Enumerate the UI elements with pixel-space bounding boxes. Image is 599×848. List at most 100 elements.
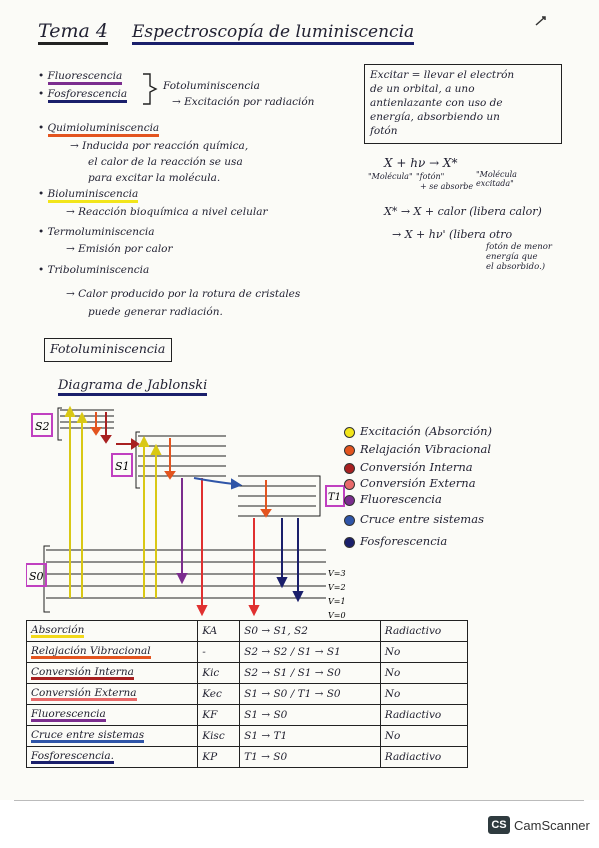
equation-relax-photon: → X + hν' (libera otro <box>392 228 513 241</box>
definition-line: energía, absorbiendo un <box>370 111 500 123</box>
s2-label: S2 <box>35 420 50 433</box>
legend-label: Excitación (Absorción) <box>360 424 492 438</box>
equation-relax-heat: X* → X + calor (libera calor) <box>384 205 542 218</box>
transition-cell: S1 → S0 / T1 → S0 <box>239 683 381 705</box>
page-edge <box>14 800 584 801</box>
radiative-type-cell-text: Radiactivo <box>384 625 442 637</box>
phosphorescence-arrows <box>276 518 304 603</box>
legend-label: Fosforescencia <box>360 534 448 548</box>
fosforescencia-label: Fosforescencia <box>47 88 128 104</box>
fluorescence-arrows <box>176 478 188 585</box>
rate-constant-cell-text: KP <box>202 751 218 763</box>
radiative-type-cell: Radiactivo <box>379 620 469 642</box>
subject-text: Espectroscopía de luminiscencia <box>132 23 415 45</box>
rate-constant-cell: - <box>197 641 241 663</box>
absorption-arrows <box>64 405 162 598</box>
equation-absorption: X + hν → X* <box>384 156 458 170</box>
camscanner-logo-icon: CS <box>488 816 510 834</box>
legend-item: Fosforescencia <box>344 534 447 548</box>
termo-desc: → Emisión por calor <box>66 243 173 255</box>
tribo-label: Triboluminiscencia <box>47 264 150 276</box>
page-title: Espectroscopía de luminiscencia <box>132 22 415 45</box>
process-name-cell: Conversión Interna <box>25 662 199 684</box>
process-name-cell-text: Conversión Externa <box>31 688 137 702</box>
rate-constant-cell-text: Kisc <box>202 730 225 742</box>
legend-color-dot <box>344 478 355 490</box>
transition-cell: S1 → S0 <box>239 704 381 726</box>
bio-label: Bioluminiscencia <box>47 188 139 204</box>
bullet-termo: • Termoluminiscencia <box>38 226 155 238</box>
rate-constant-cell-text: - <box>202 646 206 658</box>
excitacion-radiacion-text: → Excitación por radiación <box>172 96 315 108</box>
eq2-line: energía que <box>486 252 538 262</box>
radiative-type-cell: Radiactivo <box>379 704 469 726</box>
quimio-desc-1: → Inducida por reacción química, <box>70 140 249 152</box>
legend-color-dot <box>344 426 355 438</box>
camscanner-watermark: CS CamScanner <box>488 816 590 834</box>
process-name-cell-text: Relajación Vibracional <box>31 646 151 660</box>
section-title-box <box>44 338 172 362</box>
eq-label-foton: "fotón" <box>416 172 445 181</box>
radiative-type-cell-text: No <box>384 646 401 658</box>
eq-label-molecula: "Molécula" <box>368 172 413 181</box>
termo-label: Termoluminiscencia <box>47 226 155 238</box>
v2-label: V=2 <box>328 583 346 592</box>
radiative-type-cell-text: Radiactivo <box>384 709 442 721</box>
definition-line: de un orbital, a uno <box>370 83 475 95</box>
rate-constant-cell: KF <box>197 704 241 726</box>
external-conversion-arrows <box>196 478 260 617</box>
radiative-type-cell: No <box>379 662 469 684</box>
process-name-cell: Conversión Externa <box>25 683 199 705</box>
eq2-line: fotón de menor <box>486 242 552 252</box>
radiative-type-cell: Radiactivo <box>379 746 469 768</box>
definition-line: Excitar = llevar el electrón <box>370 69 515 81</box>
v0-label: V=0 <box>328 611 346 620</box>
t1-label: T1 <box>328 492 341 503</box>
quimio-label: Quimioluminiscencia <box>47 122 160 138</box>
definition-line: fotón <box>370 125 398 137</box>
tema-label: Tema 4 <box>38 20 108 45</box>
fotoluminiscencia-text: Fotoluminiscencia <box>163 80 260 92</box>
radiative-type-cell-text: Radiactivo <box>384 751 442 763</box>
bullet-quimio: • Quimioluminiscencia <box>38 122 160 138</box>
transition-cell: S2 → S1 / S1 → S0 <box>239 662 381 684</box>
legend-label: Relajación Vibracional <box>360 442 492 456</box>
process-name-cell-text: Cruce entre sistemas <box>31 730 145 744</box>
tema-text: Tema 4 <box>38 21 108 45</box>
legend-item: Excitación (Absorción) <box>344 424 492 438</box>
v1-label: V=1 <box>328 597 346 606</box>
s1-label: S1 <box>115 460 130 473</box>
rate-constant-cell: Kic <box>197 662 241 684</box>
process-name-cell-text: Fosforescencia. <box>31 751 114 765</box>
bullet-fluorescencia: • Fluorescencia <box>38 70 123 86</box>
diagram-title: Diagrama de Jablonski <box>58 378 208 396</box>
intersystem-crossing-arrow <box>193 477 243 490</box>
s1-label-box <box>111 453 133 477</box>
radiative-type-cell: No <box>379 725 469 747</box>
legend-label: Conversión Interna <box>360 460 473 474</box>
process-name-cell: Fluorescencia <box>25 704 199 726</box>
s1-levels <box>135 431 226 489</box>
jablonski-diagram: S2 S1 T1 S0 V=3 V=2 V=1 V=0 <box>26 405 346 620</box>
rate-constant-cell-text: KA <box>202 625 218 637</box>
tribo-desc-2: puede generar radiación. <box>88 306 223 318</box>
legend-item: Conversión Interna <box>344 460 473 474</box>
legend-item: Fluorescencia <box>344 492 442 506</box>
v3-label: V=3 <box>328 569 346 578</box>
t1-levels <box>238 475 321 517</box>
legend-item: Conversión Externa <box>344 476 476 490</box>
process-name-cell-text: Absorción <box>31 625 85 639</box>
tribo-desc-1: → Calor producido por la rotura de crist… <box>66 288 301 300</box>
diagram-title-text: Diagrama de Jablonski <box>58 379 208 396</box>
transition-cell-text: S0 → S1, S2 <box>244 625 308 637</box>
process-name-cell: Cruce entre sistemas <box>25 725 199 747</box>
legend-item: Relajación Vibracional <box>344 442 491 456</box>
legend-color-dot <box>344 444 355 456</box>
definition-line: antienlazante con uso de <box>370 97 503 109</box>
rate-constant-cell: KA <box>197 620 241 642</box>
